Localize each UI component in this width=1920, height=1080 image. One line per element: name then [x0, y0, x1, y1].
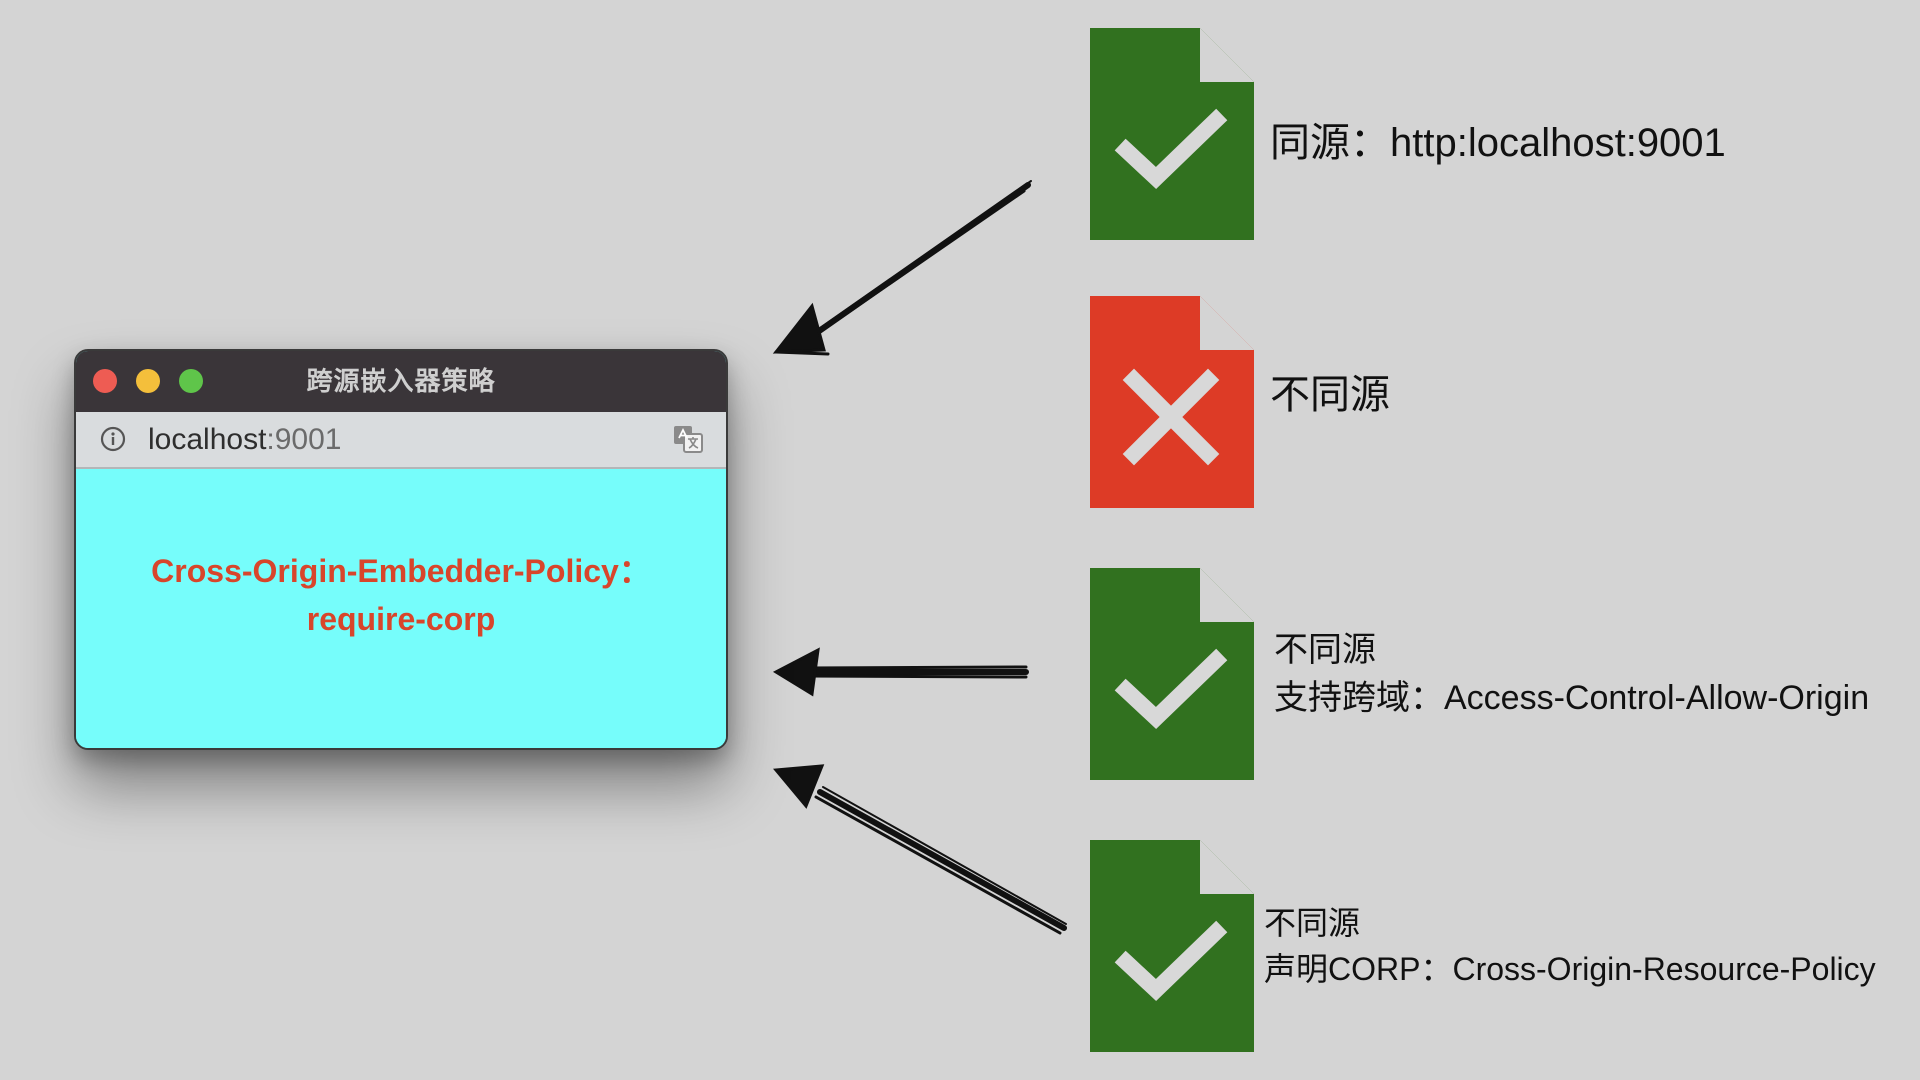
label-corp-line-2: 声明CORP：Cross-Origin-Resource-Policy: [1264, 951, 1876, 987]
label-cors-line-2: 支持跨域：Access-Control-Allow-Origin: [1274, 679, 1870, 717]
policy-line-1: Cross-Origin-Embedder-Policy：: [151, 553, 651, 589]
zoom-window-button[interactable]: [179, 369, 203, 393]
page-content: Cross-Origin-Embedder-Policy： require-co…: [76, 469, 726, 748]
minimize-window-button[interactable]: [136, 369, 160, 393]
window-titlebar: 跨源嵌入器策略: [76, 351, 726, 412]
label-cross-origin: 不同源: [1270, 373, 1390, 417]
arrow-cors: [772, 647, 1029, 697]
policy-line-2: require-corp: [306, 601, 496, 637]
arrow-same-origin: [772, 180, 1032, 356]
label-cors: 不同源 支持跨域：Access-Control-Allow-Origin: [1274, 626, 1869, 722]
close-window-button[interactable]: [93, 369, 117, 393]
check-icon: [1114, 648, 1228, 730]
label-corp: 不同源 声明CORP：Cross-Origin-Resource-Policy: [1264, 900, 1876, 992]
cross-icon: [1122, 368, 1220, 466]
arrow-corp: [773, 764, 1067, 935]
coep-policy-text: Cross-Origin-Embedder-Policy： require-co…: [76, 547, 726, 643]
browser-window: 跨源嵌入器策略 localhost:9001 Cross-Origin-Embe…: [74, 349, 728, 750]
check-icon: [1114, 920, 1228, 1002]
address-bar[interactable]: localhost:9001: [76, 412, 726, 469]
url-port: :9001: [266, 423, 342, 456]
info-icon[interactable]: [100, 426, 126, 452]
window-title: 跨源嵌入器策略: [306, 366, 496, 396]
resource-cross-origin-doc: [1090, 296, 1254, 508]
label-same-origin: 同源：http:localhost:9001: [1270, 121, 1726, 165]
label-cors-line-1: 不同源: [1274, 631, 1376, 669]
resource-cors-doc: [1090, 568, 1254, 780]
resource-same-origin-doc: [1090, 28, 1254, 240]
translate-icon[interactable]: [672, 424, 704, 454]
url-text[interactable]: localhost:9001: [148, 412, 341, 467]
url-host: localhost: [148, 423, 267, 456]
check-icon: [1114, 108, 1228, 190]
label-corp-line-1: 不同源: [1264, 905, 1361, 941]
resource-corp-doc: [1090, 840, 1254, 1052]
